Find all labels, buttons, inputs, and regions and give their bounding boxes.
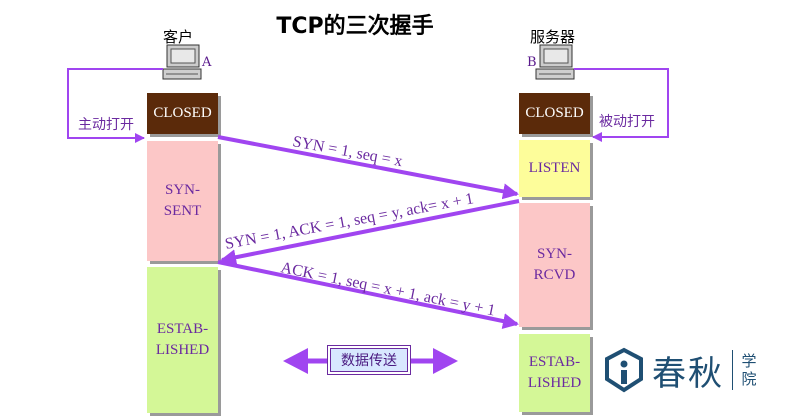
- logo-text: 春秋: [652, 353, 724, 394]
- logo-small-text: 学院: [741, 352, 757, 388]
- client-state-closed: CLOSED: [147, 93, 218, 134]
- client-state-established: ESTAB- LISHED: [147, 267, 218, 413]
- syn-ack-arrow: [220, 199, 520, 266]
- server-state-established: ESTAB- LISHED: [519, 334, 590, 412]
- client-open-arrow: [67, 68, 163, 143]
- server-state-listen: LISTEN: [519, 140, 590, 197]
- server-passive-open-label: 被动打开: [599, 114, 655, 130]
- logo: 春秋 学院: [604, 345, 757, 395]
- ack-arrow: [217, 260, 519, 329]
- logo-icon: [605, 347, 643, 393]
- client-letter: A: [202, 55, 212, 70]
- server-computer-icon: [535, 44, 575, 80]
- data-transfer-label: 数据传送: [327, 345, 411, 375]
- server-state-closed: CLOSED: [519, 93, 590, 134]
- client-state-syn-sent: SYN- SENT: [147, 141, 218, 261]
- diagram-title: TCP的三次握手: [276, 14, 434, 39]
- syn-arrow: [217, 135, 519, 200]
- server-letter: B: [527, 55, 537, 70]
- syn-ack-message: SYN = 1, ACK = 1, seq = y, ack= x + 1: [224, 190, 475, 253]
- client-computer-icon: [162, 44, 202, 80]
- syn-message: SYN = 1, seq = x: [291, 133, 404, 170]
- client-label: 客户: [163, 28, 194, 46]
- server-label: 服务器: [530, 28, 576, 46]
- client-active-open-label: 主动打开: [78, 117, 134, 133]
- ack-message: ACK = 1, seq = x + 1, ack = y + 1: [279, 259, 496, 319]
- server-open-arrow: [574, 68, 669, 142]
- server-state-syn-rcvd: SYN- RCVD: [519, 203, 590, 327]
- logo-separator: [732, 350, 733, 390]
